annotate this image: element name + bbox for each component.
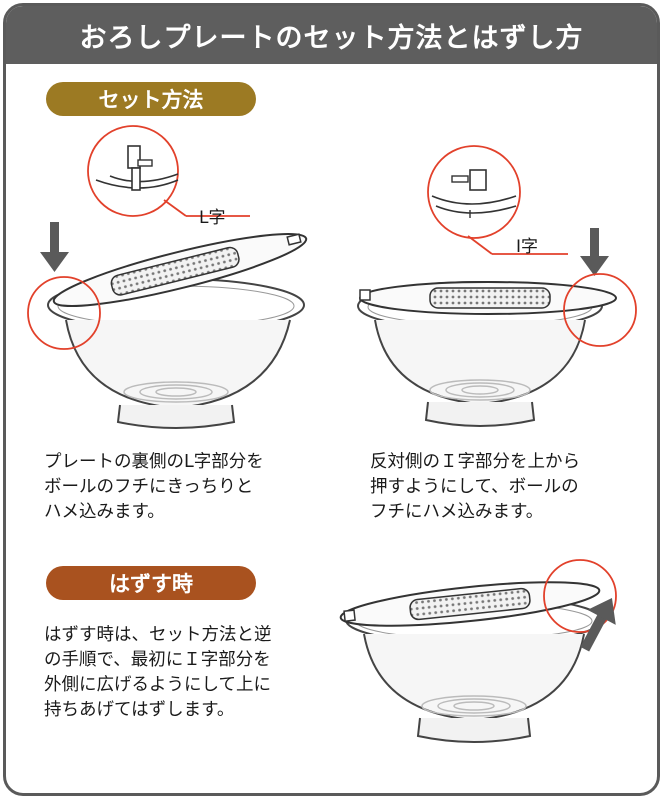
down-arrow-icon-right bbox=[580, 228, 609, 276]
set-text-right: 反対側のＩ字部分を上から 押すようにして、ボールの フチにハメ込みます。 bbox=[370, 452, 580, 522]
remove-text: はずす時は、セット方法と逆 の手順で、最初にＩ字部分を 外側に広げるようにして上… bbox=[44, 625, 272, 720]
bowl-illustration-left bbox=[47, 233, 308, 429]
up-arrow-icon bbox=[580, 597, 616, 652]
title-bar: おろしプレートのセット方法とはずし方 bbox=[6, 6, 657, 64]
set-method-heading: セット方法 bbox=[46, 82, 256, 116]
detail-circle-rim-left bbox=[27, 276, 101, 350]
bowl-illustration-remove bbox=[339, 581, 603, 743]
label-i-shape: I字 bbox=[516, 237, 539, 257]
page-title: おろしプレートのセット方法とはずし方 bbox=[79, 22, 584, 54]
label-l-shape: L字 bbox=[199, 208, 226, 228]
detail-circle-remove bbox=[543, 559, 617, 633]
detail-circle-rim-right bbox=[563, 273, 637, 347]
remove-heading: はずす時 bbox=[46, 566, 256, 600]
set-text-left: プレートの裏側のL字部分を ボールのフチにきっちりと ハメ込みます。 bbox=[44, 452, 264, 522]
bowl-illustration-right bbox=[357, 281, 617, 427]
zoom-detail-l-hook bbox=[87, 125, 250, 217]
zoom-detail-i-hook bbox=[427, 145, 568, 255]
down-arrow-icon bbox=[40, 222, 69, 272]
